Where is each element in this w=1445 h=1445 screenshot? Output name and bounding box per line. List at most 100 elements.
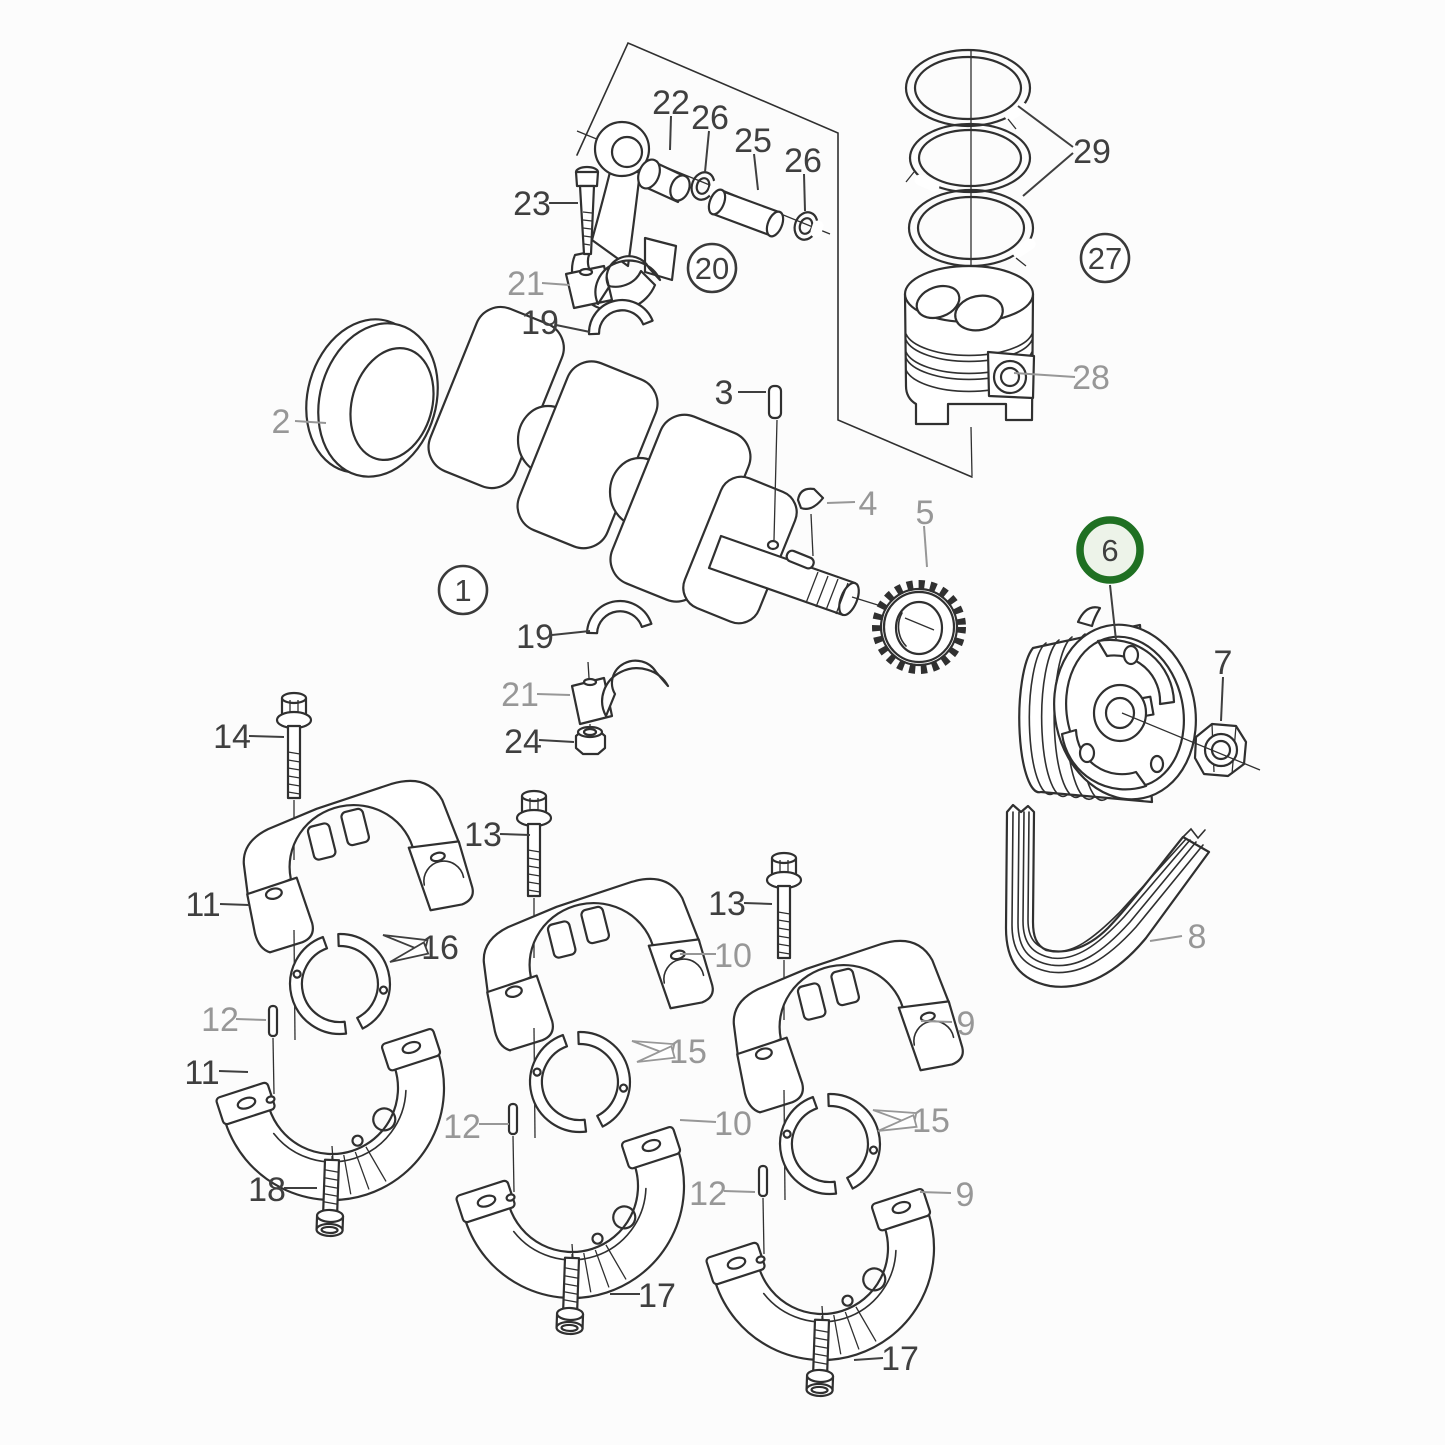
callout-number: 19	[521, 304, 559, 342]
callout-number: 19	[516, 618, 554, 656]
callout-number: 24	[504, 723, 542, 761]
callout-9-34[interactable]: 9	[920, 1005, 975, 1043]
callout-14-22[interactable]: 14	[213, 718, 285, 756]
assembly-boundary-line	[576, 41, 973, 478]
leader-arrow	[636, 1044, 676, 1063]
callout-number: 11	[185, 886, 220, 924]
callout-11-26[interactable]: 11	[184, 1054, 249, 1092]
callout-number: 13	[708, 885, 746, 923]
callout-27-9[interactable]: 27	[1079, 232, 1131, 284]
callout-10-32[interactable]: 10	[679, 1105, 752, 1143]
callout-15-35[interactable]: 15	[872, 1102, 950, 1140]
pulley-hole	[1149, 754, 1165, 774]
leader-line	[920, 1020, 953, 1023]
piston-centerline-lower	[970, 426, 973, 477]
rod-bearing-shell-mid	[585, 599, 653, 635]
callout-17-39[interactable]: 17	[853, 1340, 919, 1378]
callout-6-15[interactable]: 6	[1076, 516, 1144, 641]
callout-number: 7	[1214, 644, 1233, 682]
leader-arrow	[877, 1113, 918, 1132]
piston	[903, 264, 1036, 426]
leader-line	[753, 153, 759, 191]
callout-28-10[interactable]: 28	[1013, 359, 1110, 397]
callout-number: 13	[464, 816, 502, 854]
callout-24-21[interactable]: 24	[504, 723, 575, 761]
callout-22-0[interactable]: 22	[652, 84, 690, 151]
callout-12-25[interactable]: 12	[201, 1001, 267, 1039]
callout-number: 18	[248, 1171, 286, 1209]
callout-number: 16	[421, 929, 459, 967]
callout-number: 12	[443, 1108, 481, 1146]
callout-number: 22	[652, 84, 690, 122]
callout-number: 28	[1072, 359, 1110, 397]
callout-number: 27	[1088, 241, 1122, 276]
callout-number: 10	[714, 937, 752, 975]
callout-16-24[interactable]: 16	[382, 929, 459, 967]
rod-bearing-cap-mid	[570, 659, 670, 732]
callout-21-5[interactable]: 21	[507, 265, 571, 303]
callout-number: 20	[695, 251, 729, 286]
callout-20-7[interactable]: 20	[686, 242, 738, 294]
callout-number: 4	[859, 485, 878, 523]
callout-17-38[interactable]: 17	[610, 1277, 676, 1315]
callout-number: 2	[272, 403, 291, 441]
callout-29-8[interactable]: 29	[1017, 105, 1111, 197]
leader-line	[919, 1191, 952, 1194]
leader-line	[1109, 584, 1117, 641]
crankshaft-nose	[707, 534, 860, 617]
callout-21-20[interactable]: 21	[501, 676, 571, 714]
rod-bearing-shell-top	[587, 299, 654, 336]
callout-number: 15	[912, 1102, 950, 1140]
callout-19-19[interactable]: 19	[516, 618, 591, 656]
callout-1-18[interactable]: 1	[437, 564, 489, 616]
callout-26-3[interactable]: 26	[784, 142, 822, 212]
leader-line	[1017, 105, 1074, 148]
leader-line	[704, 130, 710, 173]
callout-15-30[interactable]: 15	[631, 1033, 707, 1071]
callout-11-23[interactable]: 11	[185, 886, 250, 924]
crankshaft	[305, 305, 860, 625]
small-end-bushing	[637, 158, 691, 204]
callout-number: 23	[513, 185, 551, 223]
callout-9-37[interactable]: 9	[919, 1176, 974, 1214]
callout-25-2[interactable]: 25	[734, 122, 772, 191]
pulley-tab	[1076, 606, 1102, 628]
leader-line	[853, 1357, 884, 1361]
callout-26-1[interactable]: 26	[691, 99, 729, 173]
callout-number: 21	[507, 265, 545, 303]
callout-2-11[interactable]: 2	[272, 403, 327, 441]
pulley-nut	[1193, 722, 1248, 778]
leader-line	[541, 282, 571, 286]
callout-3-12[interactable]: 3	[715, 374, 766, 412]
callout-4-13[interactable]: 4	[826, 485, 878, 523]
callout-23-4[interactable]: 23	[513, 185, 578, 223]
callout-number: 8	[1188, 918, 1207, 956]
callout-number: 12	[201, 1001, 239, 1039]
callout-13-28[interactable]: 13	[464, 816, 531, 854]
callout-18-27[interactable]: 18	[248, 1171, 317, 1209]
leader-line	[669, 115, 672, 151]
callout-19-6[interactable]: 19	[521, 304, 591, 342]
callout-number: 26	[691, 99, 729, 137]
callout-number: 25	[734, 122, 772, 160]
callout-number: 15	[669, 1033, 707, 1071]
pulley-hole	[1078, 742, 1096, 764]
leader-line	[218, 1070, 249, 1073]
callout-8-17[interactable]: 8	[1149, 918, 1207, 956]
dowel-hole	[766, 539, 780, 551]
piston-ring	[905, 122, 1032, 194]
leader-line	[1013, 372, 1076, 378]
callout-5-14[interactable]: 5	[916, 494, 935, 568]
callout-7-16[interactable]: 7	[1214, 644, 1233, 722]
timing-gear	[872, 580, 966, 674]
callout-13-33[interactable]: 13	[708, 885, 773, 923]
leader-line	[551, 630, 591, 636]
pulley-hole	[1122, 644, 1140, 666]
callout-12-36[interactable]: 12	[689, 1175, 756, 1213]
callout-10-29[interactable]: 10	[680, 937, 752, 975]
leader-line	[826, 501, 856, 504]
leader-line	[219, 903, 250, 906]
callout-12-31[interactable]: 12	[443, 1108, 509, 1146]
rod-cap-nut	[574, 725, 607, 756]
